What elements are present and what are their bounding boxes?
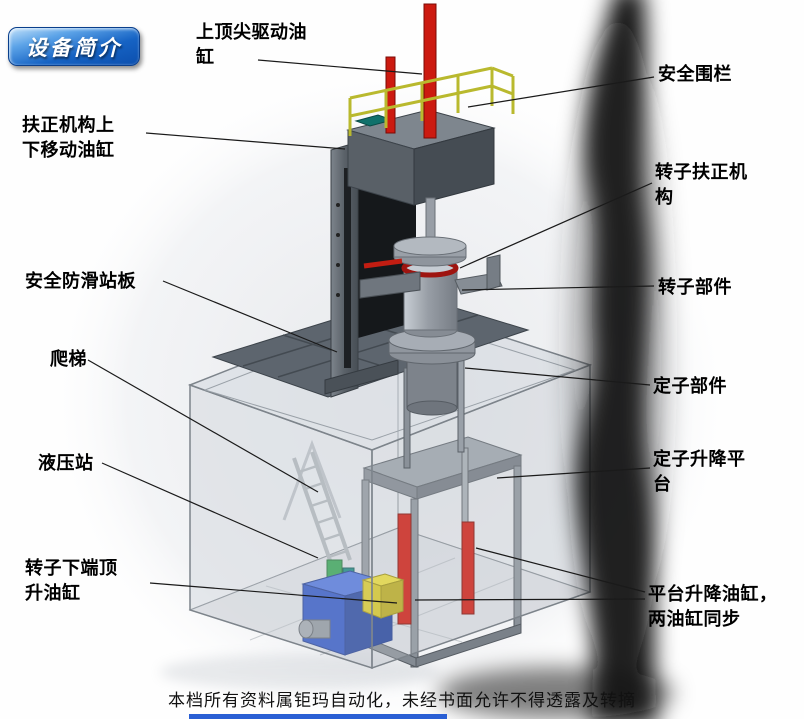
leader-lines [87, 59, 655, 604]
smoke-shadow [438, 0, 674, 719]
bottom-accent-line [189, 714, 447, 719]
title-badge: 设备简介 [8, 27, 140, 66]
pit-interior [282, 436, 523, 668]
label-rotor-bottom-jack: 转子下端顶 升油缸 [25, 558, 118, 604]
label-hydraulic-station: 液压站 [38, 453, 94, 473]
label-rotor-component: 转子部件 [658, 277, 732, 297]
label-centering-mech-cylinder: 扶正机构上 下移动油缸 [22, 115, 115, 161]
label-top-spindle-cylinder: 上顶尖驱动油 缸 [196, 22, 307, 68]
leader-rotor-component [461, 285, 655, 291]
hydraulic-station-graphic [298, 559, 405, 656]
leader-top-spindle-cylinder [257, 59, 423, 75]
rotor-centering-mechanism-graphic [359, 254, 503, 299]
leader-stator-component [464, 367, 651, 386]
leader-rotor-bottom-jack [149, 582, 398, 604]
label-anti-slip-platform: 安全防滑站板 [25, 271, 136, 291]
label-ladder: 爬梯 [50, 349, 87, 369]
leader-anti-slip-platform [162, 280, 338, 353]
leader-hydraulic-station [101, 462, 319, 559]
label-stator-lift-platform: 定子升降平 台 [653, 449, 746, 495]
safety-fence-graphic [348, 66, 515, 136]
rotor-assembly-graphic [363, 197, 476, 469]
leader-stator-lift-platform [496, 467, 651, 479]
leader-safety-fence [467, 76, 655, 108]
leader-ladder [87, 359, 319, 493]
motor-cap [298, 619, 314, 639]
label-platform-lift-cylinders: 平台升降油缸， 两油缸同步 [648, 584, 778, 630]
red-clamp-bar [363, 258, 403, 269]
leader-platform-lift-1 [475, 547, 646, 593]
ladder-graphic [292, 451, 352, 567]
leader-centering-cylinder [145, 132, 346, 150]
leader-rotor-centering-mech [459, 182, 653, 269]
top-drive-cylinders-graphic [385, 3, 437, 139]
title-badge-label: 设备简介 [26, 36, 122, 60]
support-frame [282, 439, 342, 521]
leader-platform-lift-2 [414, 598, 646, 601]
label-rotor-centering-mech: 转子扶正机 构 [655, 162, 748, 208]
label-safety-fence: 安全围栏 [658, 64, 732, 84]
label-stator-component: 定子部件 [653, 376, 727, 396]
head-box-graphic [346, 109, 496, 206]
footer-note: 本档所有资料属钜玛自动化，未经书面允许不得透露及转摘 [168, 691, 636, 710]
